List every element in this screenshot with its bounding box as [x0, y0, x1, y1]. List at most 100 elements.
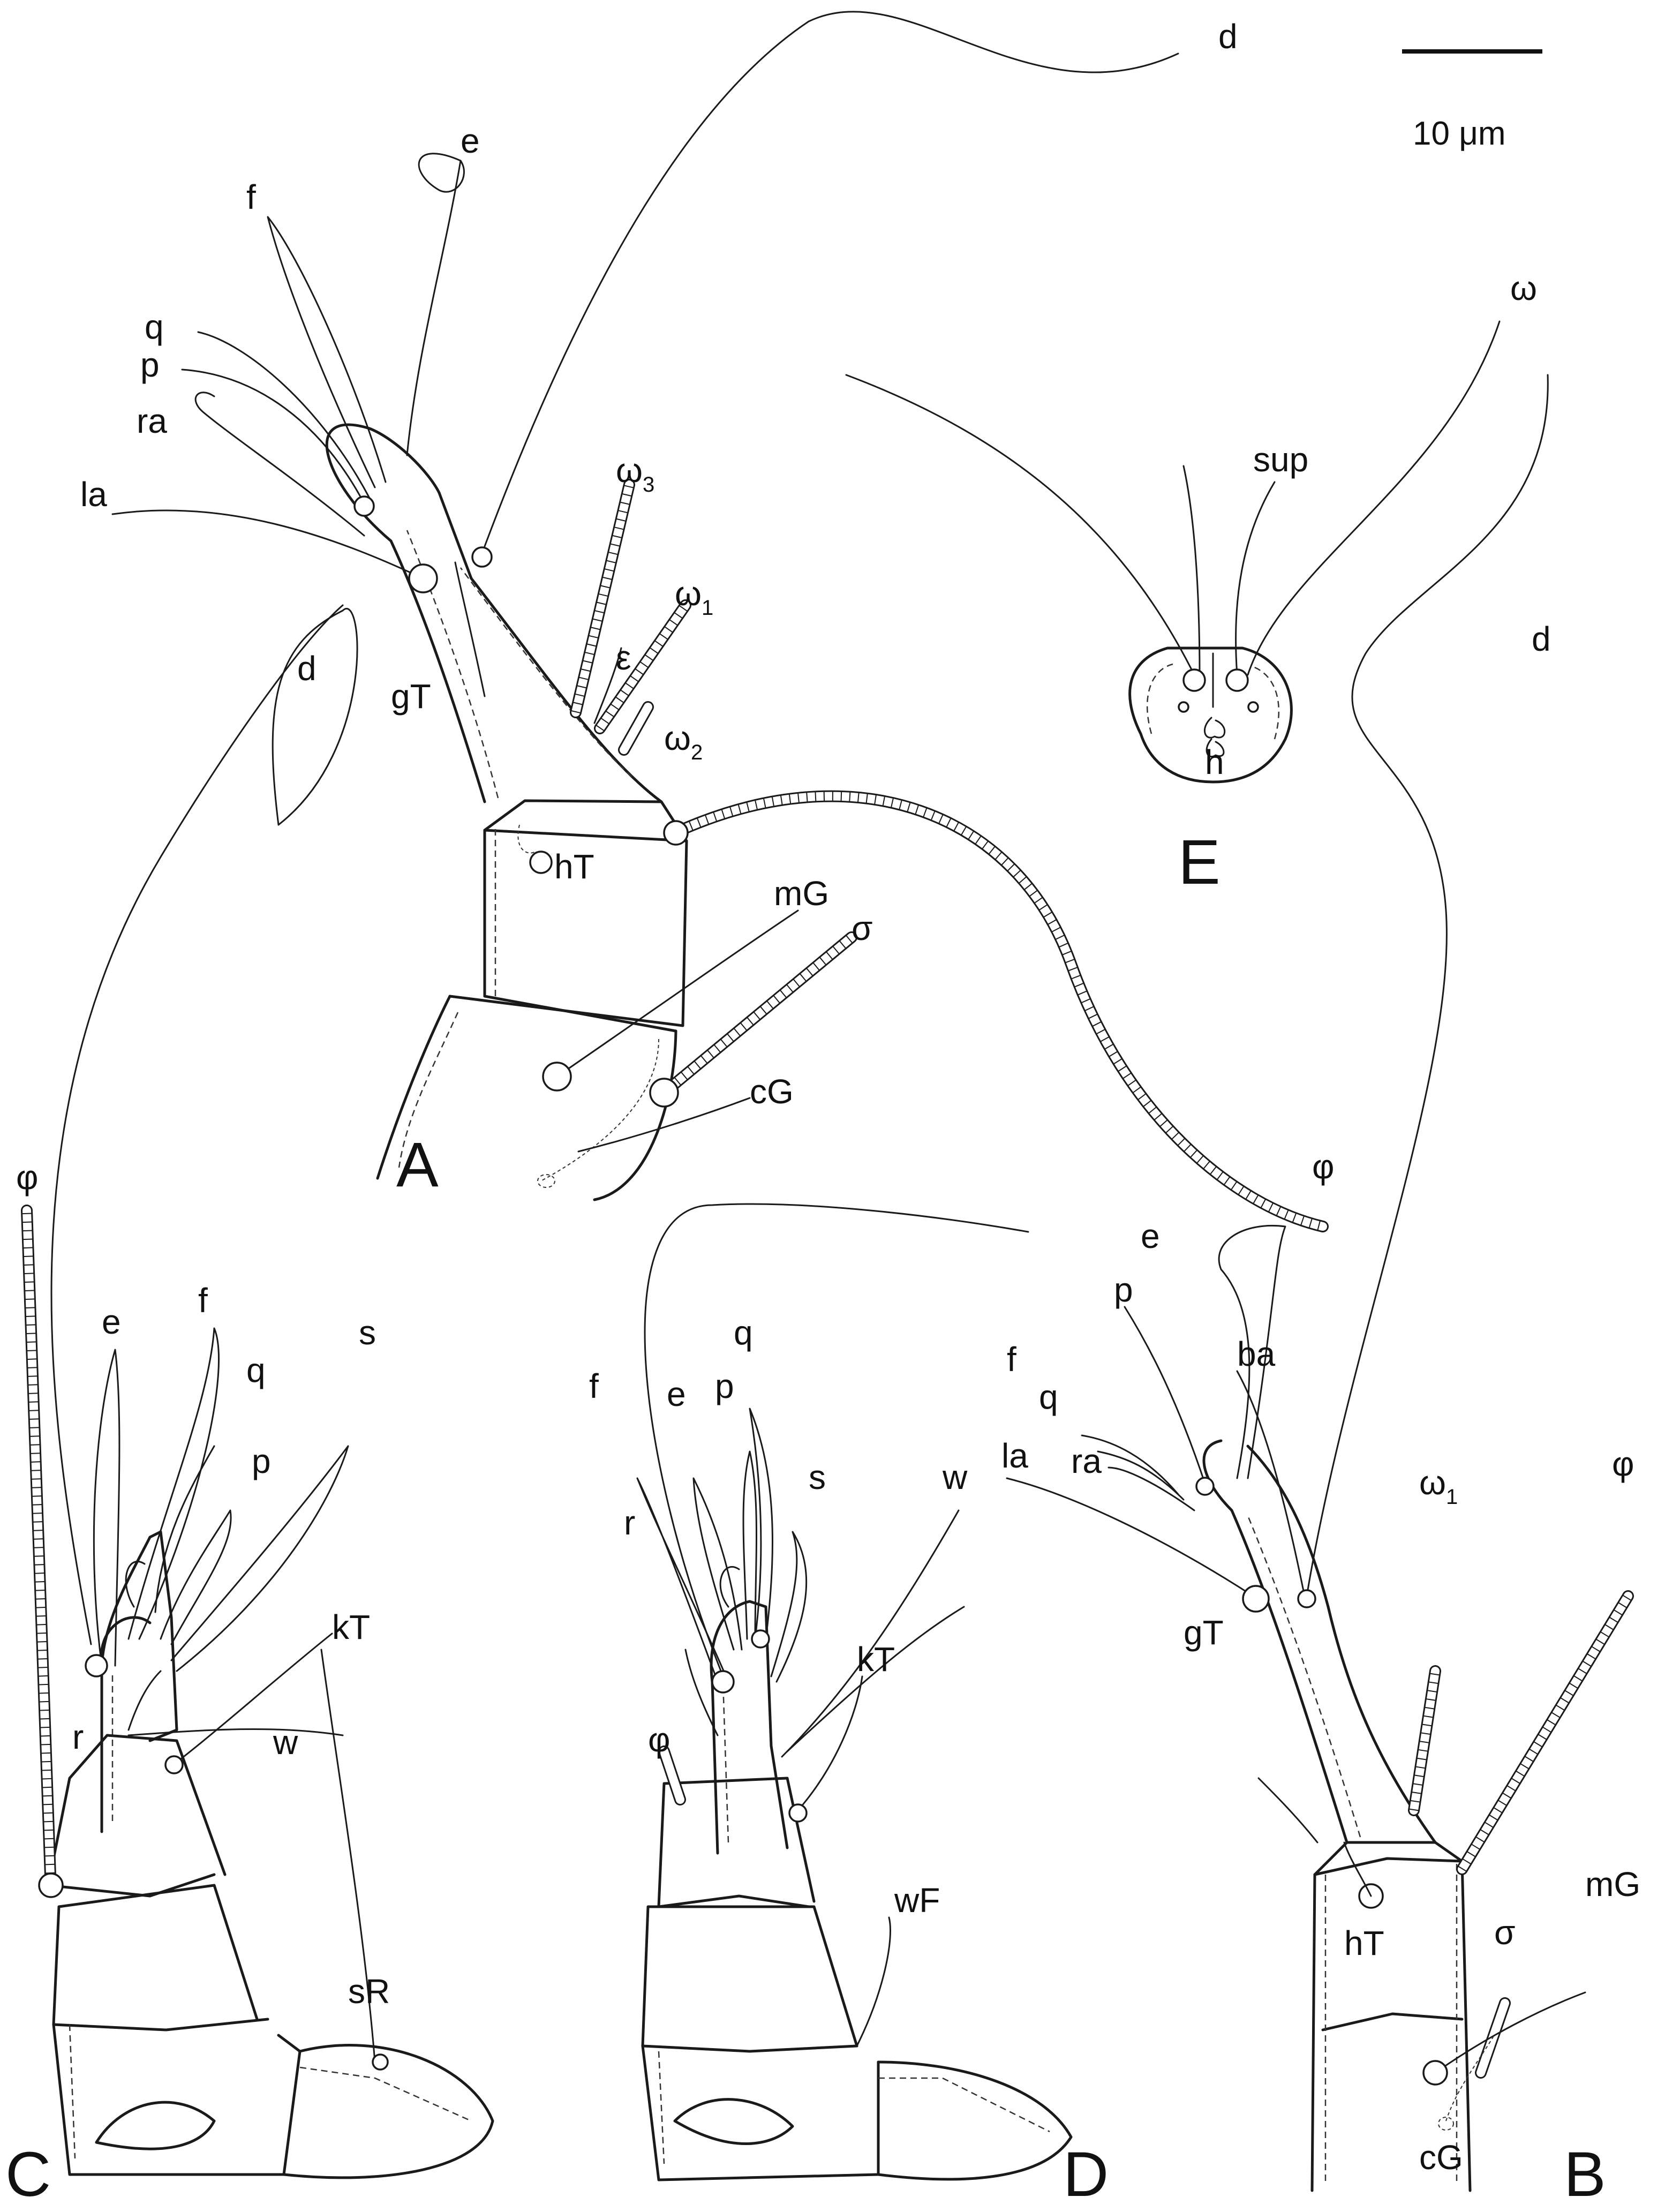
- label-d-wf: wF: [894, 1881, 940, 1920]
- b-phi-ticks: [1458, 1593, 1632, 1872]
- d-tibia-outline: [657, 1777, 816, 1908]
- c-lobe: [95, 2101, 216, 2150]
- label-b-la: la: [1001, 1436, 1028, 1475]
- d-tibia-boundary: [657, 1894, 810, 1908]
- b-phi-in: [1458, 1592, 1632, 1874]
- panel-label-b: B: [1564, 2139, 1606, 2210]
- c-seta-kt: [176, 1632, 333, 1763]
- label-c-kt: kT: [332, 1608, 370, 1646]
- label-b-ht: hT: [1344, 1924, 1384, 1962]
- scale-bar: 10 μm: [1402, 49, 1542, 152]
- e-h-organ-2: [1206, 738, 1225, 758]
- e-pore-1: [1178, 701, 1189, 713]
- d-seta-q: [749, 1408, 773, 1640]
- a-socket-p: [353, 495, 375, 517]
- a-genu-boundary: [483, 995, 677, 1033]
- label-d-w: w: [942, 1458, 968, 1496]
- a-seta-ra: [194, 392, 365, 537]
- b-genu-boundary: [1321, 2012, 1464, 2032]
- b-seta-gt: [1257, 1777, 1319, 1844]
- e-socket-2: [1225, 668, 1249, 692]
- d-trochanter: [877, 2060, 1073, 2181]
- e-pore-2: [1247, 701, 1259, 713]
- label-b-gt: gT: [1184, 1613, 1224, 1652]
- d-seta-s: [770, 1531, 808, 1683]
- label-a-omega3: ω3: [616, 451, 654, 496]
- a-socket-la: [408, 563, 438, 593]
- d-seta-p: [742, 1450, 757, 1640]
- b-seta-ba: [1236, 1370, 1308, 1608]
- b-seta-d: [1306, 374, 1549, 1597]
- c-seta-w: [127, 1728, 344, 1736]
- d-seta-f: [636, 1477, 729, 1683]
- d-socket-kt: [788, 1803, 808, 1823]
- a-seta-la: [111, 509, 424, 580]
- label-b-ba: ba: [1237, 1335, 1276, 1373]
- label-a-gt: gT: [391, 677, 431, 716]
- a-socket-sigma: [649, 1078, 679, 1108]
- d-seta-e: [692, 1477, 743, 1651]
- a-tarsus-dash: [406, 530, 499, 799]
- panel-b-drawing: [1006, 374, 1634, 2192]
- c-seta-f: [127, 1327, 220, 1640]
- b-tarsus-right: [1246, 1444, 1437, 1844]
- c-socket-phi: [38, 1872, 64, 1898]
- d-seta-hook: [719, 1566, 740, 1608]
- d-genu-outline: [641, 1905, 858, 2048]
- label-d-q: q: [734, 1313, 753, 1352]
- a-seta-f: [267, 216, 387, 488]
- label-a-sigma: σ: [852, 909, 873, 947]
- label-b-f: f: [1007, 1340, 1016, 1379]
- c-dash-1: [69, 2024, 76, 2159]
- panel-d-drawing: [636, 1203, 1073, 2181]
- label-c-p: p: [252, 1442, 271, 1480]
- b-tibia-outline: [1313, 1841, 1464, 1876]
- b-tarsus-dash: [1247, 1515, 1361, 1838]
- a-seta-cg: [577, 1097, 751, 1153]
- label-d-f: f: [589, 1367, 599, 1405]
- label-c-w: w: [273, 1723, 298, 1762]
- a-seta-d-long: [484, 11, 1179, 547]
- a-sigma-in: [660, 933, 856, 1097]
- b-omega1-in: [1410, 1667, 1440, 1815]
- panel-label-c: C: [5, 2139, 51, 2210]
- label-b-p: p: [1114, 1270, 1133, 1309]
- d-dash-1: [658, 2051, 665, 2164]
- b-ht-seta: [1343, 1841, 1372, 1897]
- e-capsule: [1128, 646, 1293, 784]
- label-a-p: p: [140, 345, 160, 384]
- scale-bar-label: 10 μm: [1413, 115, 1506, 152]
- b-seta-p: [1124, 1306, 1206, 1485]
- panel-label-e: E: [1178, 827, 1221, 898]
- label-a-omega2: ω2: [664, 719, 703, 764]
- panel-e-drawing: [845, 320, 1501, 784]
- a-seta-e: [406, 160, 462, 456]
- c-seta-s: [170, 1445, 349, 1672]
- label-a-omega1: ω1: [675, 574, 713, 620]
- a-seta-q: [197, 331, 371, 499]
- a-omega1-in: [596, 601, 690, 733]
- b-socket-mg: [1422, 2060, 1448, 2086]
- d-seta-w: [781, 1509, 960, 1758]
- label-d-s: s: [809, 1458, 826, 1496]
- d-seta-w2: [786, 1606, 965, 1752]
- d-tarsus-outline: [710, 1600, 789, 1855]
- panel-c-drawing: [21, 604, 494, 2179]
- d-socket-q: [751, 1629, 770, 1649]
- b-seta-q: [1097, 1450, 1185, 1501]
- label-c-phi: φ: [16, 1158, 39, 1197]
- d-phi-in: [660, 1747, 684, 1804]
- b-seta-la: [1006, 1477, 1254, 1597]
- label-d-phi: φ: [648, 1720, 671, 1759]
- a-tarsus-outline-left: [389, 539, 486, 803]
- label-b-sigma: σ: [1494, 1913, 1516, 1952]
- b-genu-outline: [1310, 1857, 1472, 2192]
- label-b-d: d: [1532, 620, 1551, 658]
- a-seta-gt: [454, 561, 486, 697]
- label-a-q: q: [145, 307, 164, 346]
- label-e-h: h: [1205, 743, 1224, 781]
- d-seta-kt: [797, 1675, 863, 1811]
- label-a-f: f: [246, 178, 256, 216]
- panel-b-labels: d e p ba f q ra la φ gT hT σ mG cG ω1 B: [1001, 620, 1640, 2210]
- a-femur-outline-left: [376, 995, 451, 1180]
